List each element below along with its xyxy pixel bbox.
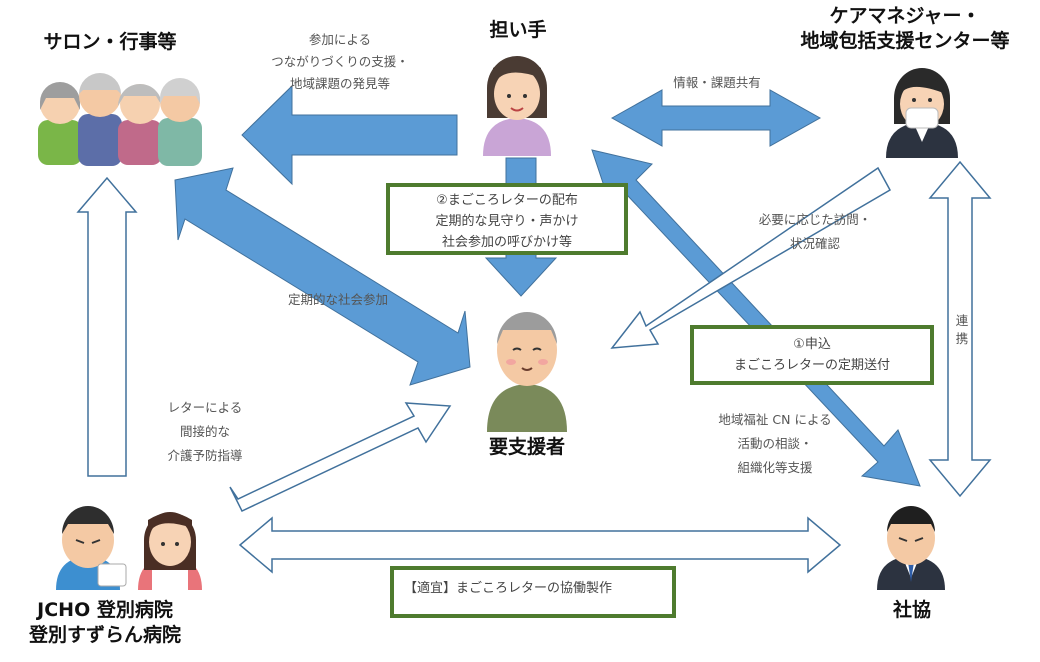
arrow-recipient-salon-regular (174, 167, 471, 386)
box-line: 社会参加の呼びかけ等 (441, 235, 572, 250)
box-line: 【適宜】まごころレターの協働製作 (404, 581, 613, 596)
arrow-hospital-to-salon (76, 176, 138, 477)
salon-elderly-group-illustration (38, 73, 202, 166)
bearer-title: 担い手 (489, 19, 547, 41)
hospital-staff-illustration (56, 506, 202, 590)
note-line: 活動の相談・ (737, 436, 813, 451)
council-staff-illustration (877, 506, 945, 590)
arrow-hospital-council (238, 516, 842, 574)
note-line: 組織化等支援 (737, 460, 813, 475)
note-line: 状況確認 (789, 236, 840, 251)
care-manager-illustration (886, 68, 958, 158)
box-application: ①申込 まごころレターの定期送付 (690, 325, 934, 385)
hospital-title-line1: JCHO 登別病院 (37, 599, 173, 621)
note-line: 参加による (308, 32, 372, 47)
note-line: レターによる (167, 400, 243, 415)
note-line: 地域課題の発見等 (289, 76, 390, 91)
box-coproduction: 【適宜】まごころレターの協働製作 (390, 566, 676, 618)
arrow-care-to-recipient (610, 166, 892, 349)
recipient-title: 要支援者 (488, 436, 565, 458)
note-collaboration: 連携 (955, 313, 969, 346)
box-line: ②まごころレターの配布 (436, 193, 578, 208)
arrow-hospital-to-recipient (229, 402, 452, 512)
box-distribution: ②まごころレターの配布 定期的な見守り・声かけ 社会参加の呼びかけ等 (386, 183, 628, 255)
box-line: ①申込 (793, 337, 831, 352)
hospital-title-line2: 登別すずらん病院 (28, 624, 181, 646)
arrows (76, 84, 992, 574)
box-line: まごころレターの定期送付 (733, 358, 890, 373)
salon-title: サロン・行事等 (43, 31, 177, 53)
care-title-line1: ケアマネジャー・ (829, 5, 981, 27)
arrow-info-share (610, 89, 822, 147)
note-line: つながりづくりの支援・ (271, 54, 409, 69)
care-title-line2: 地域包括支援センター等 (800, 30, 1010, 52)
note-line: 必要に応じた訪問・ (758, 212, 872, 227)
arrow-bearer-to-salon (241, 84, 458, 186)
bearer-woman-illustration (483, 56, 551, 156)
note-line: 地域福祉 CN による (718, 412, 832, 427)
box-line: 定期的な見守り・声かけ (435, 214, 579, 229)
note-regular-participation: 定期的な社会参加 (287, 292, 388, 307)
note-info-share: 情報・課題共有 (673, 75, 761, 90)
note-line: 介護予防指導 (167, 448, 243, 463)
recipient-elderly-illustration (487, 312, 567, 432)
arrow-care-council (928, 160, 992, 498)
council-title: 社協 (892, 599, 931, 621)
note-line: 間接的な (179, 424, 230, 439)
